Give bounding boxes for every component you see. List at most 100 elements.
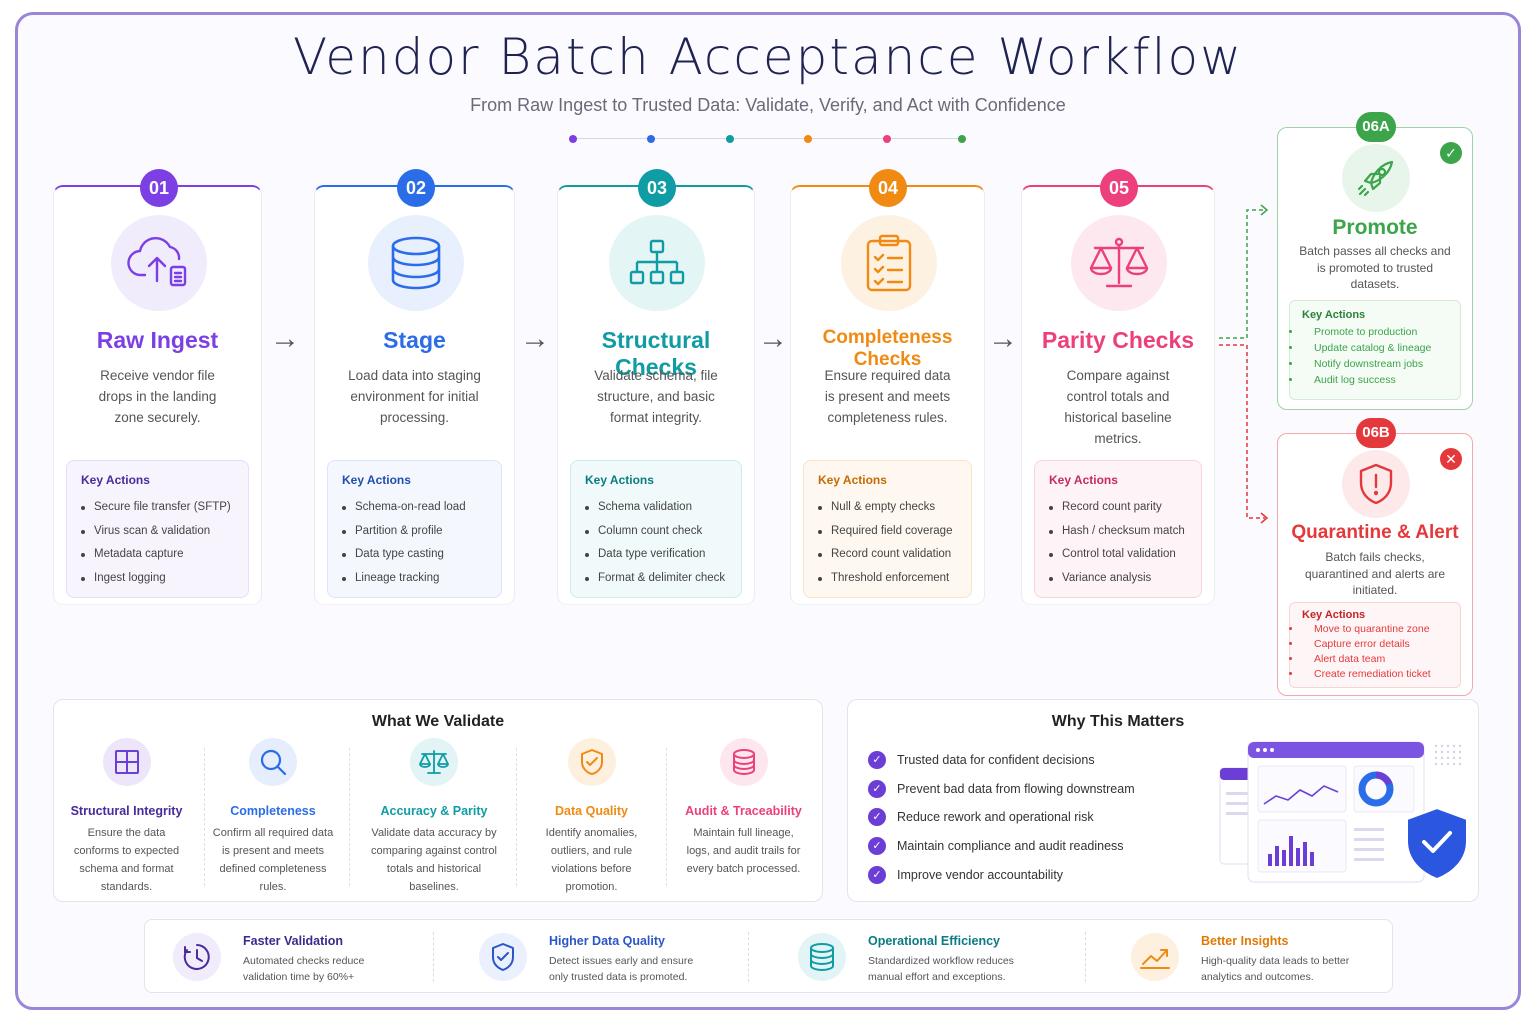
action-item: Required field coverage <box>818 520 957 544</box>
step-description: Validate schema, file structure, and bas… <box>594 368 718 425</box>
step-card-structural-checks: 03 Structural Checks Validate schema, fi… <box>557 169 755 605</box>
action-item: Record count parity <box>1049 496 1187 520</box>
action-item: Control total validation <box>1049 543 1187 567</box>
check-circle-icon: ✓ <box>1440 142 1462 164</box>
arrow-right-icon: → <box>758 322 788 355</box>
key-actions-title: Key Actions <box>342 473 411 487</box>
action-item: Column count check <box>585 520 727 544</box>
outcome-description: Batch fails checks, quarantined and aler… <box>1304 550 1446 597</box>
action-item: Data type casting <box>342 543 487 567</box>
outcome-description: Batch passes all checks and is promoted … <box>1299 244 1451 291</box>
validate-item-structural-integrity: Structural Integrity Ensure the data con… <box>54 738 199 896</box>
step-card-raw-ingest: 01 Raw Ingest Receive vendor file drops … <box>53 169 262 605</box>
outcome-title: Quarantine & Alert <box>1291 522 1459 543</box>
action-item: Alert data team <box>1302 652 1448 667</box>
validate-item-description: Ensure the data conforms to expected sch… <box>73 827 180 893</box>
cloud-upload-icon <box>111 215 207 311</box>
arrow-right-icon: → <box>988 322 1018 355</box>
key-actions-title: Key Actions <box>818 473 887 487</box>
key-actions-title: Key Actions <box>1302 609 1366 621</box>
step-card-stage: 02 Stage Load data into staging environm… <box>314 169 515 605</box>
arrow-right-icon: → <box>270 322 300 355</box>
list-item: ✓Prevent bad data from flowing downstrea… <box>868 775 1135 804</box>
grid-icon <box>102 738 151 786</box>
shield-check-icon <box>479 933 527 981</box>
step-description: Receive vendor file drops in the landing… <box>98 368 217 425</box>
action-item: Lineage tracking <box>342 567 487 591</box>
action-item: Virus scan & validation <box>81 520 234 544</box>
scale-icon <box>410 738 458 786</box>
x-circle-icon: ✕ <box>1440 448 1462 470</box>
check-icon: ✓ <box>868 808 886 827</box>
outcome-number-badge: 06B <box>1356 418 1396 448</box>
benefit-better-insights: Better Insights High-quality data leads … <box>1103 920 1393 994</box>
database-icon <box>798 933 846 981</box>
progress-dots <box>565 132 970 146</box>
panel-title: Why This Matters <box>1051 713 1185 730</box>
action-item: Metadata capture <box>81 543 234 567</box>
benefit-description: Automated checks reduce validation time … <box>243 955 365 983</box>
validate-item-title: Audit & Traceability <box>685 804 802 818</box>
action-item: Schema validation <box>585 496 727 520</box>
step-title: Stage <box>383 327 446 353</box>
action-item: Update catalog & lineage <box>1302 340 1448 356</box>
scale-balance-icon <box>1071 215 1167 311</box>
action-item: Create remediation ticket <box>1302 667 1448 682</box>
page-subtitle: From Raw Ingest to Trusted Data: Validat… <box>470 95 1066 115</box>
validate-item-title: Data Quality <box>555 804 628 818</box>
action-item: Partition & profile <box>342 520 487 544</box>
step-number-badge: 05 <box>1100 169 1138 207</box>
database-stack-icon <box>719 738 768 786</box>
key-actions-box: Key Actions Secure file transfer (SFTP) … <box>66 460 249 598</box>
action-item: Ingest logging <box>81 567 234 591</box>
shield-check-icon <box>567 738 616 786</box>
step-title: Structural Checks <box>601 327 711 380</box>
validate-item-completeness: Completeness Confirm all required data i… <box>199 738 347 896</box>
step-number-badge: 02 <box>397 169 435 207</box>
clock-icon <box>173 933 221 981</box>
check-icon: ✓ <box>868 865 886 884</box>
step-number-badge: 03 <box>638 169 676 207</box>
action-item: Promote to production <box>1302 324 1448 340</box>
why-this-matters-panel: Why This Matters ✓Trusted data for confi… <box>847 699 1479 902</box>
step-title: Parity Checks <box>1041 327 1195 353</box>
action-item: Null & empty checks <box>818 496 957 520</box>
check-icon: ✓ <box>868 837 886 856</box>
outcome-card-quarantine: 06B ✕ Quarantine & Alert Batch fails che… <box>1277 418 1473 696</box>
dot-step-1 <box>569 135 577 143</box>
benefit-higher-data-quality: Higher Data Quality Detect issues early … <box>451 920 751 994</box>
action-item: Threshold enforcement <box>818 567 957 591</box>
step-title: Completeness Checks <box>822 327 953 370</box>
dot-step-4 <box>804 135 812 143</box>
key-actions-title: Key Actions <box>1302 309 1366 321</box>
action-item: Notify downstream jobs <box>1302 356 1448 372</box>
action-item: Data type verification <box>585 543 727 567</box>
clipboard-checklist-icon <box>841 215 937 311</box>
list-item: ✓Reduce rework and operational risk <box>868 803 1135 832</box>
benefit-title: Faster Validation <box>243 934 344 948</box>
validate-item-description: Validate data accuracy by comparing agai… <box>371 827 497 893</box>
list-item: ✓Trusted data for confident decisions <box>868 746 1135 775</box>
outcome-title: Promote <box>1332 216 1418 239</box>
hierarchy-icon <box>609 215 705 311</box>
database-icon <box>368 215 464 311</box>
validate-item-accuracy-parity: Accuracy & Parity Validate data accuracy… <box>359 738 509 896</box>
key-actions-title: Key Actions <box>81 473 150 487</box>
action-item: Hash / checksum match <box>1049 520 1187 544</box>
check-icon: ✓ <box>868 779 886 798</box>
page-title: Vendor Batch Acceptance Workflow <box>292 28 1244 86</box>
step-description: Load data into staging environment for i… <box>348 368 481 425</box>
benefit-description: Standardized workflow reduces manual eff… <box>868 955 1014 983</box>
dashboard-illustration <box>1219 741 1468 883</box>
arrow-right-icon: → <box>520 322 550 355</box>
what-we-validate-panel: What We Validate Structural Integrity En… <box>53 699 823 902</box>
action-item: Move to quarantine zone <box>1302 622 1448 637</box>
action-item: Format & delimiter check <box>585 567 727 591</box>
step-card-completeness-checks: 04 Completeness Checks Ensure required d… <box>790 169 985 605</box>
action-item: Audit log success <box>1302 372 1448 388</box>
benefit-operational-efficiency: Operational Efficiency Standardized work… <box>770 920 1070 994</box>
step-number-badge: 04 <box>869 169 907 207</box>
action-item: Secure file transfer (SFTP) <box>81 496 234 520</box>
step-card-parity-checks: 05 Parity Checks Compare against control… <box>1021 169 1215 605</box>
benefit-description: Detect issues early and ensure only trus… <box>549 955 694 983</box>
